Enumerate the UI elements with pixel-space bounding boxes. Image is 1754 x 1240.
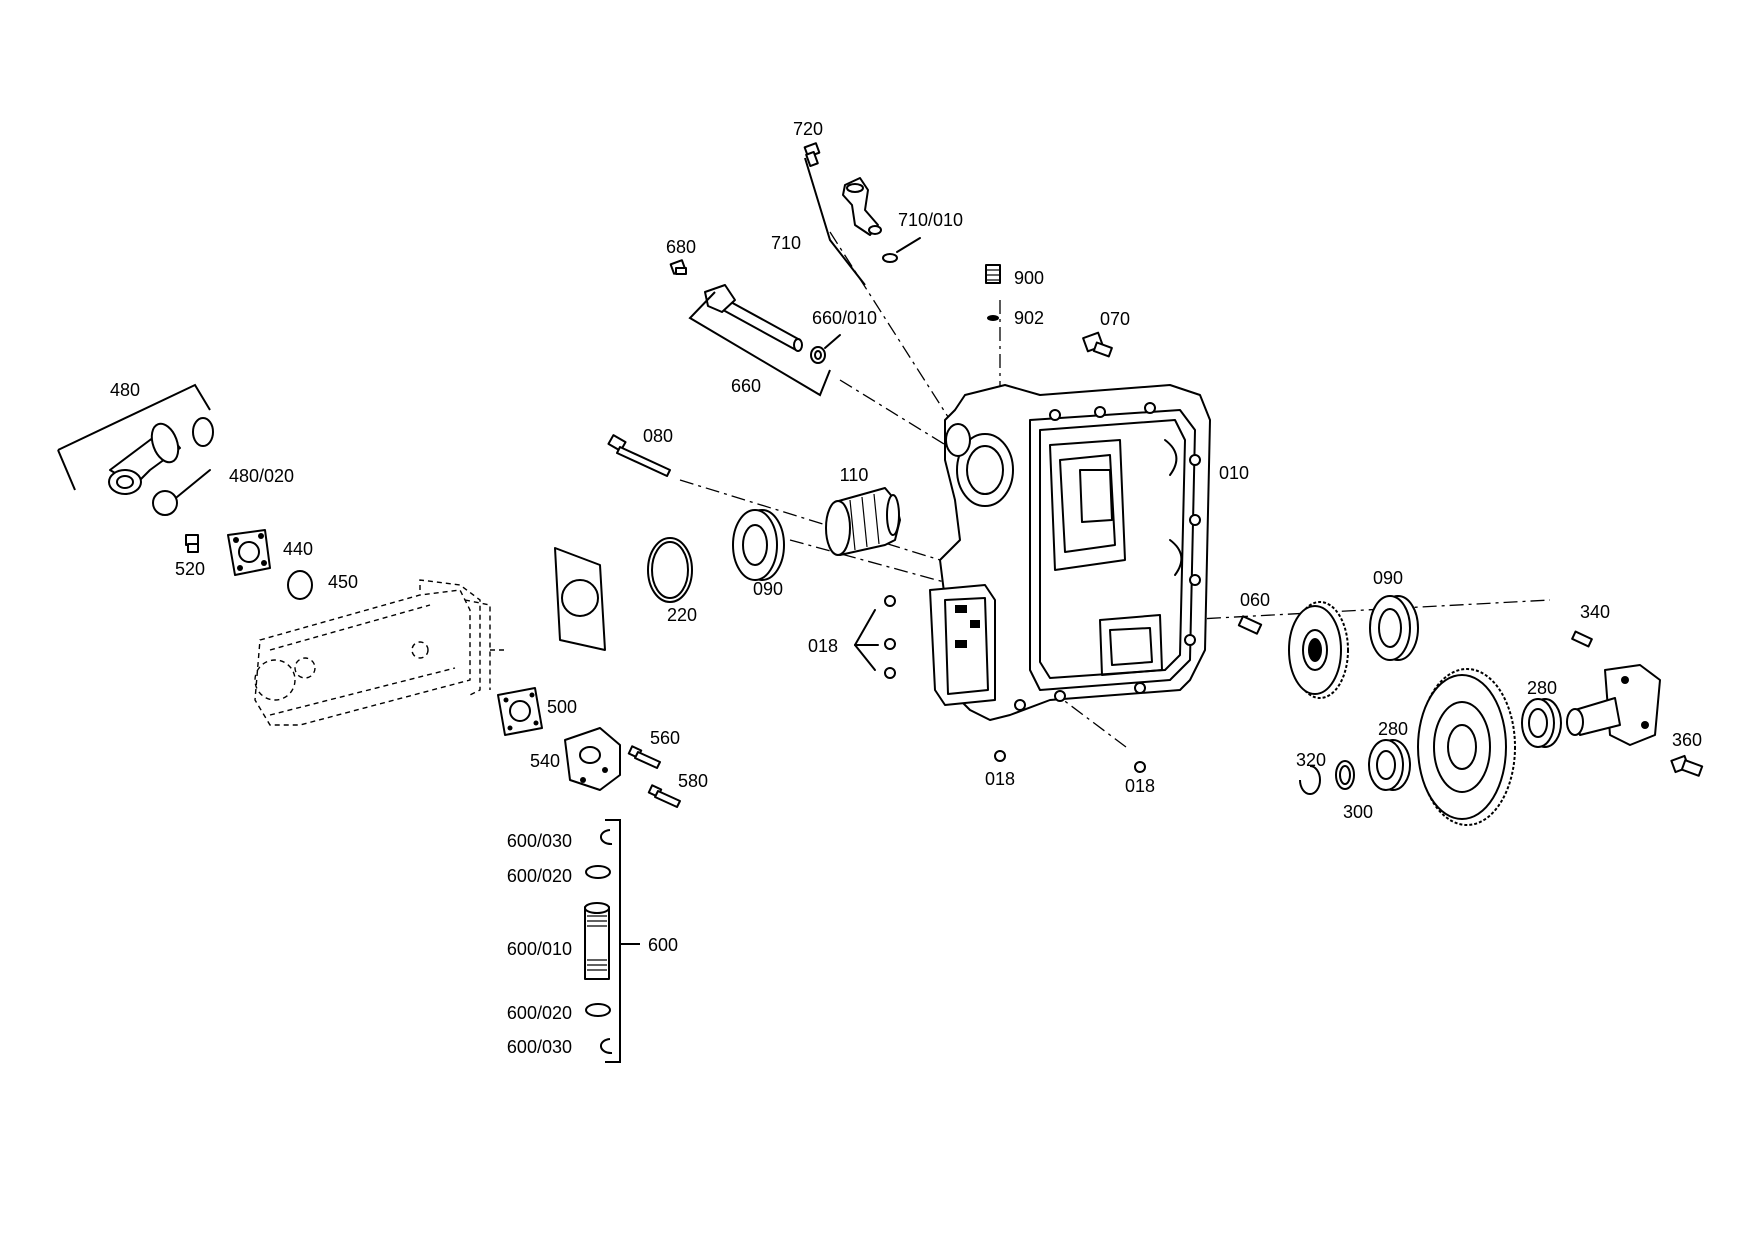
- label-660-010: 660/010: [812, 308, 877, 328]
- label-902: 902: [1014, 308, 1044, 328]
- shaft-660-icon: [704, 284, 803, 352]
- sensor-710-icon: [842, 177, 882, 236]
- label-440: 440: [283, 539, 313, 559]
- flange-440-icon: [227, 529, 271, 576]
- elbow-480-icon: [108, 422, 181, 495]
- label-480: 480: [110, 380, 140, 400]
- circlip-320-icon: [1299, 765, 1321, 795]
- label-710: 710: [771, 233, 801, 253]
- bearing-110-icon: [825, 487, 901, 556]
- label-600-030-bottom: 600/030: [507, 1037, 572, 1057]
- label-900: 900: [1014, 268, 1044, 288]
- label-340: 340: [1580, 602, 1610, 622]
- seal-902-icon: [987, 315, 999, 321]
- label-110: 110: [840, 465, 869, 485]
- part-labels: 720 710 710/010 680 660/010 660 900 902 …: [110, 119, 1702, 1057]
- label-600: 600: [648, 935, 678, 955]
- label-018-left: 018: [808, 636, 838, 656]
- label-090-b: 090: [1373, 568, 1403, 588]
- label-500: 500: [547, 697, 577, 717]
- label-520: 520: [175, 559, 205, 579]
- label-060: 060: [1240, 590, 1270, 610]
- oring-480-020-icon-a: [192, 417, 214, 447]
- label-018-right: 018: [1125, 776, 1155, 796]
- bolt-080-icon: [607, 434, 671, 477]
- label-080: 080: [643, 426, 673, 446]
- label-600-010: 600/010: [507, 939, 572, 959]
- bracket-710: [804, 157, 866, 286]
- label-560: 560: [650, 728, 680, 748]
- bolt-580-icon: [647, 784, 681, 808]
- label-360: 360: [1672, 730, 1702, 750]
- label-660: 660: [731, 376, 761, 396]
- ring-300-icon: [1335, 760, 1355, 790]
- label-070: 070: [1100, 309, 1130, 329]
- bolt-560-icon: [627, 745, 661, 769]
- assembly-600-icon: [584, 819, 640, 1063]
- label-720: 720: [793, 119, 823, 139]
- dowels-018-left: [854, 595, 896, 679]
- label-600-020-bottom: 600/020: [507, 1003, 572, 1023]
- flange-500-icon: [497, 687, 543, 736]
- dowel-018-right: [1134, 761, 1146, 773]
- oring-710-010-icon: [882, 253, 898, 263]
- bearing-280-b-icon: [1368, 739, 1411, 791]
- label-450: 450: [328, 572, 358, 592]
- label-320: 320: [1296, 750, 1326, 770]
- ring-220-icon: [647, 537, 693, 603]
- dowel-018-bottom: [994, 750, 1006, 762]
- screw-720-icon: [803, 142, 821, 168]
- pin-340-icon: [1571, 630, 1593, 648]
- label-280-a: 280: [1527, 678, 1557, 698]
- fitting-540-icon: [564, 727, 621, 791]
- bearing-280-a-icon: [1521, 698, 1562, 748]
- large-gear-icon: [1417, 668, 1516, 826]
- bracket-660: [688, 291, 831, 397]
- label-710-010: 710/010: [898, 210, 963, 230]
- oring-450-icon: [287, 570, 313, 600]
- pin-060-icon: [1237, 615, 1263, 635]
- gear-housing-icon: [929, 384, 1211, 721]
- yoke-shaft-icon: [1566, 664, 1661, 746]
- oring-480-020-icon-b: [152, 490, 178, 516]
- plug-900-icon: [985, 264, 1001, 284]
- small-gear-icon: [1288, 601, 1349, 699]
- label-300: 300: [1343, 802, 1373, 822]
- oring-660-010-icon: [810, 346, 826, 364]
- bearing-090-a-icon: [732, 509, 785, 581]
- label-600-030-top: 600/030: [507, 831, 572, 851]
- label-580: 580: [678, 771, 708, 791]
- label-680: 680: [666, 237, 696, 257]
- bracket-480: [57, 383, 211, 451]
- label-480-020: 480/020: [229, 466, 294, 486]
- screw-070-icon: [1082, 331, 1113, 358]
- screw-360-icon: [1670, 754, 1704, 777]
- gasket-icon: [554, 547, 606, 651]
- screw-520-icon: [185, 534, 199, 553]
- label-220: 220: [667, 605, 697, 625]
- label-010: 010: [1219, 463, 1249, 483]
- label-540: 540: [530, 751, 560, 771]
- screw-680-icon: [669, 259, 687, 275]
- bearing-090-b-icon: [1369, 595, 1419, 661]
- hydraulic-pump-icon: [254, 579, 505, 726]
- label-600-020-top: 600/020: [507, 866, 572, 886]
- label-090-a: 090: [753, 579, 783, 599]
- label-280-b: 280: [1378, 719, 1408, 739]
- label-018-bottom: 018: [985, 769, 1015, 789]
